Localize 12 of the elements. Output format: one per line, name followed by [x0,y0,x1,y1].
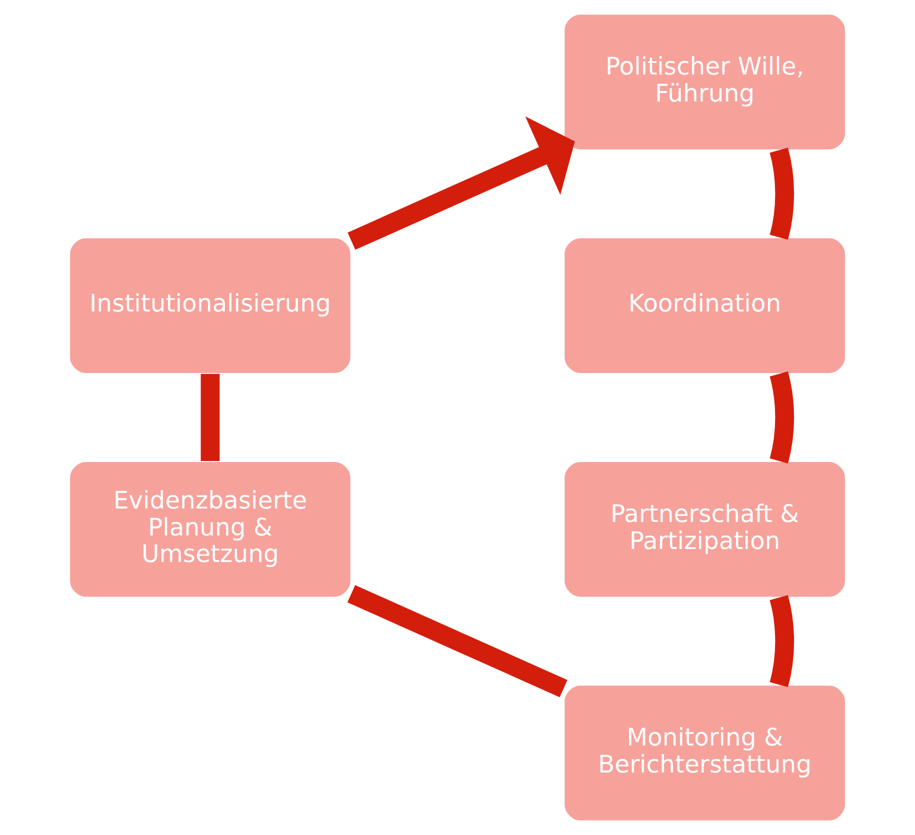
node-box: Evidenzbasierte Planung & Umsetzung [68,460,352,598]
node-box: Koordination [563,236,846,374]
node-box: Institutionalisierung [68,236,352,374]
connector [347,585,568,698]
node-box: Monitoring & Berichterstattung [563,684,846,822]
connector [200,374,220,461]
connector [770,372,794,464]
connector [770,148,794,240]
arrow [348,116,575,250]
node-box: Partnerschaft & Partizipation [563,460,846,598]
node-box: Politischer Wille, Führung [563,13,846,151]
connector [770,595,794,687]
